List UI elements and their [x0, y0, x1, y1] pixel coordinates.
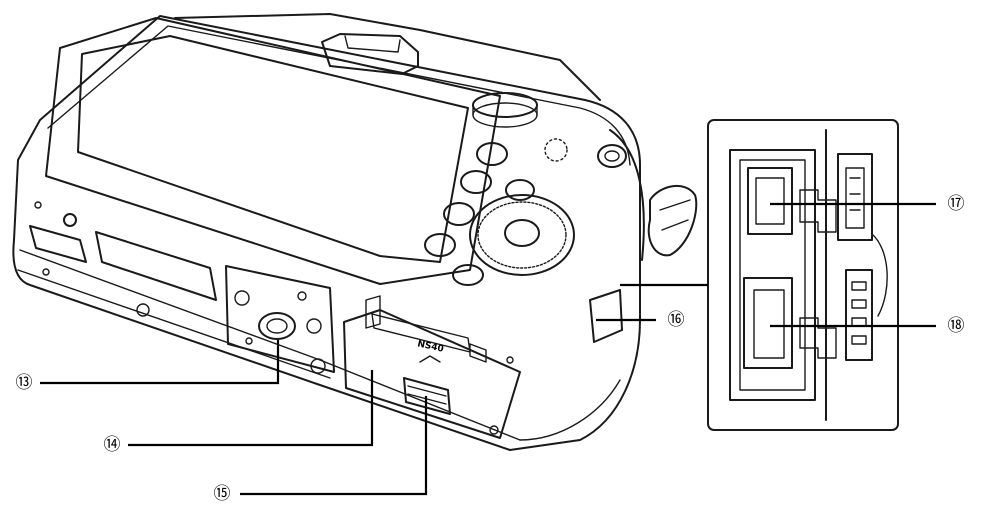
callout-18: ⑱ — [948, 316, 965, 336]
viewfinder-hump — [321, 33, 419, 75]
hdmi-port-lower — [743, 277, 793, 369]
port-cover-lower — [845, 269, 873, 361]
callout-16: ⑯ — [668, 310, 685, 330]
terminal-cover — [589, 289, 623, 343]
battery-door: NS40 — [343, 295, 521, 439]
lcd-screen — [77, 35, 469, 263]
latch-arrow-icon — [419, 355, 441, 363]
tripod-socket-area — [225, 265, 335, 374]
battery-door-latch — [403, 377, 451, 415]
lcd-frame — [45, 17, 501, 285]
callout-13: ⑬ — [16, 373, 33, 393]
leader-lines — [40, 202, 936, 496]
leader-13 — [40, 340, 280, 385]
callout-17: ⑰ — [948, 194, 965, 214]
callout-labels: ⑬ ⑭ ⑮ ⑯ ⑰ ⑱ — [16, 194, 965, 504]
port-cover-upper — [837, 153, 873, 241]
camera-body: NS40 — [12, 13, 698, 451]
control-dial — [469, 194, 575, 276]
leader-15 — [240, 396, 428, 496]
control-buttons — [424, 138, 627, 286]
battery-door-marking: NS40 — [416, 339, 444, 354]
strap-lug — [647, 185, 698, 257]
camera-outline — [12, 15, 641, 451]
terminal-inset — [707, 119, 899, 431]
callout-14: ⑭ — [104, 435, 121, 455]
mini-hdmi-port-upper — [747, 167, 793, 235]
mode-dial — [472, 92, 538, 118]
cover-hinge — [871, 233, 888, 317]
leader-14 — [128, 370, 374, 447]
inset-frame — [707, 119, 899, 431]
callout-15: ⑮ — [214, 484, 231, 504]
